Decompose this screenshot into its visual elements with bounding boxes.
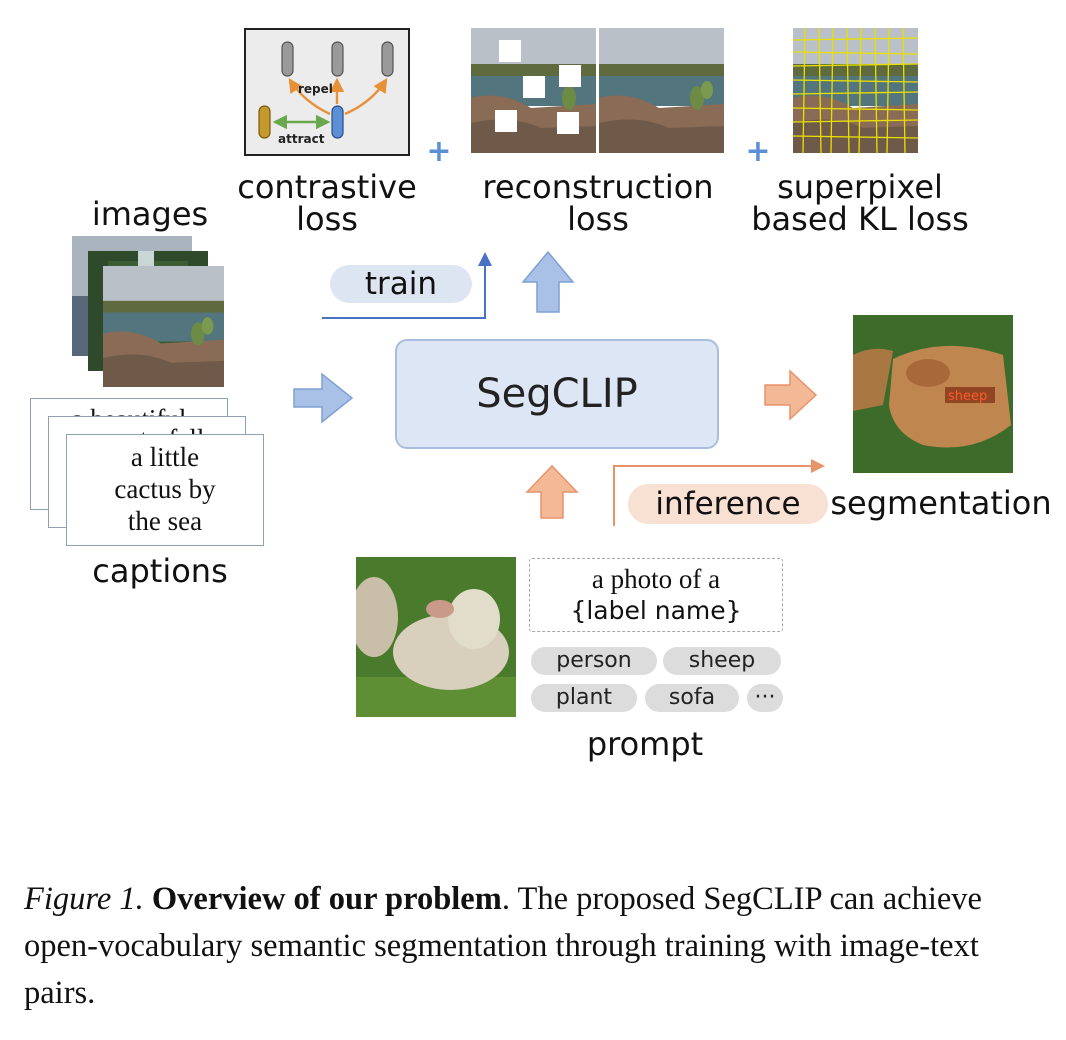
input-arrow bbox=[293, 372, 354, 424]
negative-embedding-3 bbox=[381, 41, 394, 77]
negative-embedding-1 bbox=[281, 41, 294, 77]
anchor-embedding bbox=[331, 105, 344, 139]
superpixel-loss-label-line1: superpixel bbox=[777, 168, 943, 206]
model-name: SegCLIP bbox=[476, 371, 638, 417]
loss-arrow bbox=[521, 250, 575, 313]
caption-text-line3: the sea bbox=[127, 506, 203, 536]
prompt-label: prompt bbox=[586, 725, 704, 763]
figure-body: . The proposed SegCLIP can achieve open-… bbox=[24, 881, 982, 1011]
contrastive-loss-label-line2: loss bbox=[296, 200, 358, 238]
class-chip-sheep: sheep bbox=[663, 647, 781, 675]
sheep-mask-tag: sheep bbox=[948, 389, 987, 404]
inference-pill: inference bbox=[628, 484, 828, 524]
contrastive-loss-panel: repel attract bbox=[244, 28, 410, 156]
reconstruction-loss-label-line2: loss bbox=[567, 200, 629, 238]
superpixel-loss-label-line2: based KL loss bbox=[751, 200, 969, 238]
plus-icon: + bbox=[745, 134, 771, 169]
class-chip-person: person bbox=[531, 647, 657, 675]
prompt-template-line2: {label name} bbox=[570, 596, 742, 625]
prompt-arrow bbox=[525, 464, 579, 519]
figure-caption: Figure 1. Overview of our problem. The p… bbox=[24, 876, 1046, 1017]
segclip-model-box: SegCLIP bbox=[395, 339, 719, 449]
flow-arrows bbox=[293, 250, 825, 526]
caption-text-line2: cactus by bbox=[114, 474, 216, 504]
reconstructed-image bbox=[599, 28, 724, 153]
figure-number: Figure 1. bbox=[24, 881, 144, 917]
train-pill: train bbox=[330, 265, 472, 303]
reconstruction-loss-label-line1: reconstruction bbox=[482, 168, 714, 206]
repel-label: repel bbox=[298, 82, 333, 96]
input-image-front bbox=[103, 266, 224, 387]
class-chip-more: ··· bbox=[747, 684, 783, 712]
class-chip-sofa: sofa bbox=[645, 684, 739, 712]
prompt-image bbox=[356, 557, 516, 717]
train-line bbox=[322, 262, 486, 319]
attract-label: attract bbox=[278, 132, 325, 146]
plus-icon: + bbox=[426, 134, 452, 169]
caption-text-line1: a little bbox=[130, 442, 200, 472]
images-label: images bbox=[91, 195, 209, 233]
captions-label: captions bbox=[92, 552, 228, 590]
figure-title: Overview of our problem bbox=[151, 881, 502, 917]
prompt-template-box: a photo of a {label name} bbox=[529, 558, 783, 632]
class-chip-plant: plant bbox=[531, 684, 637, 712]
prompt-template-line1: a photo of a bbox=[591, 564, 721, 594]
segmentation-output-image: sheep bbox=[853, 315, 1013, 473]
inference-line bbox=[613, 465, 815, 526]
contrastive-diagram: repel attract bbox=[258, 41, 394, 146]
positive-embedding bbox=[258, 105, 271, 139]
superpixel-image bbox=[793, 28, 918, 153]
masked-image bbox=[471, 28, 596, 153]
caption-card-front: a little cactus by the sea bbox=[66, 434, 264, 546]
contrastive-loss-label-line1: contrastive bbox=[237, 168, 417, 206]
negative-embedding-2 bbox=[331, 41, 344, 77]
segmentation-label: segmentation bbox=[830, 484, 1052, 522]
output-arrow bbox=[764, 369, 818, 421]
